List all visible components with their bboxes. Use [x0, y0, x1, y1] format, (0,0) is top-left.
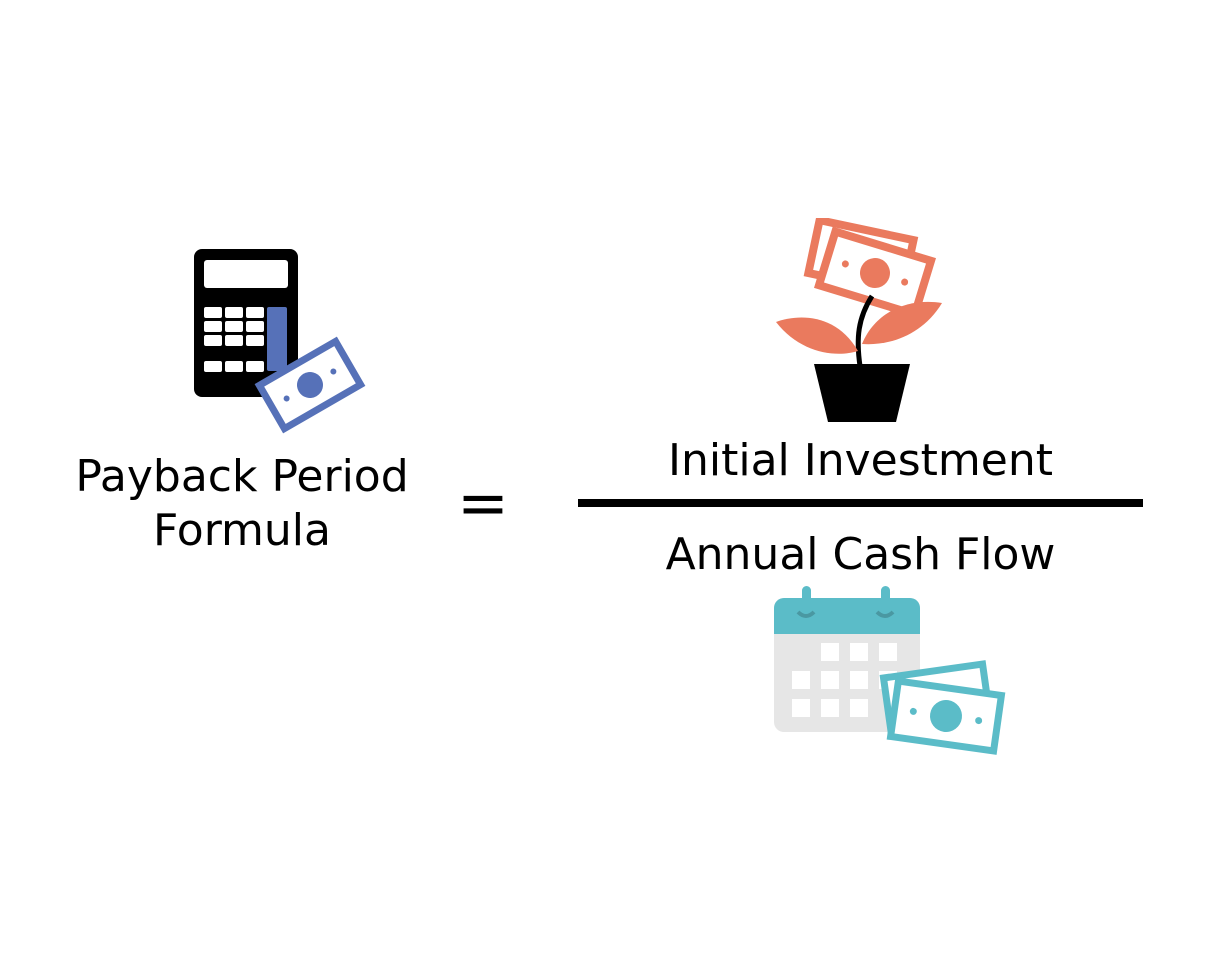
denominator-label: Annual Cash Flow	[665, 529, 1056, 580]
lhs-label: Payback Period Formula	[40, 450, 444, 558]
numerator-label: Initial Investment	[668, 435, 1053, 486]
calendar-icon	[774, 586, 1006, 755]
calculator-icon	[194, 249, 366, 434]
money-plant-icon	[776, 218, 942, 422]
lhs-label-line-1: Payback Period	[75, 451, 409, 502]
equals-sign: =	[457, 466, 509, 539]
lhs-label-line-2: Formula	[153, 505, 331, 556]
fraction-bar	[578, 499, 1143, 507]
